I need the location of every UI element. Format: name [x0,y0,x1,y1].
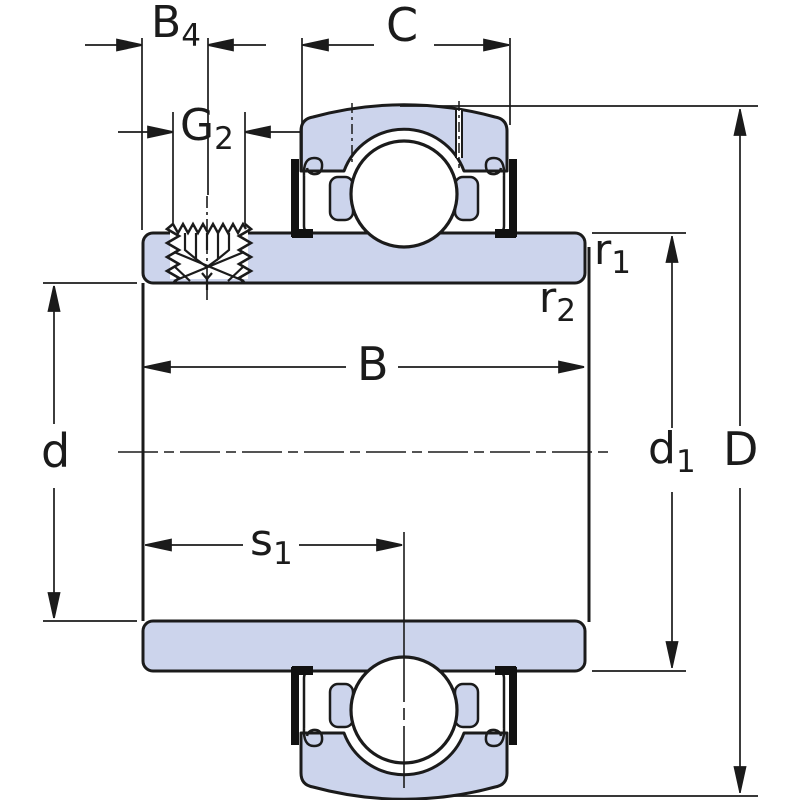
dimension-B4 [85,38,266,230]
screw-top-serration [171,221,248,236]
dim-label-C: C [386,2,418,48]
dim-label-r2-base: r [539,273,557,322]
dimension-C [301,38,511,170]
dim-label-s1-sub: 1 [272,536,293,572]
dim-label-D-base: D [723,422,759,476]
dim-label-d1-base: d [648,423,676,474]
dim-label-r2: r2 [539,277,576,327]
dim-label-G2-base: G [180,100,215,151]
dimension-B [144,360,585,374]
dim-label-r1-sub: 1 [611,245,632,281]
dim-label-G2-sub: 2 [214,121,234,157]
dim-label-B4: B4 [151,1,201,52]
grub-screw [164,196,254,302]
dim-label-d1-sub: 1 [675,444,696,480]
lubrication-hole [455,101,463,168]
dim-label-C-base: C [386,0,419,52]
dim-label-G2: G2 [180,104,234,155]
screw-hex-socket [183,233,231,269]
dim-label-B-base: B [357,337,389,391]
dimension-D [400,105,758,797]
dim-label-D: D [723,426,758,472]
dim-label-d-base: d [41,424,71,478]
dim-label-r1: r1 [594,229,631,279]
dim-label-d1: d1 [648,427,696,478]
screw-thread-left [164,223,182,284]
dimension-G2 [118,112,300,224]
screw-thread-right [236,223,254,284]
dimension-s1 [145,538,403,552]
dim-label-d: d [41,428,70,474]
screw-cross-marks [173,250,245,290]
dim-label-r2-sub: 2 [556,293,577,329]
bearing-cartridge-top [289,101,519,249]
inner-ring [141,231,591,673]
dim-label-r1-base: r [594,225,612,274]
dim-label-B: B [357,341,389,387]
dimension-d1 [592,232,686,672]
dim-label-s1-base: s [250,515,273,566]
inner-ring-bottom-section [141,619,587,673]
inner-ring-top-section [141,231,587,285]
dim-label-B4-base: B [151,0,182,48]
dimension-d [43,282,137,622]
dim-label-s1: s1 [250,519,293,570]
dim-label-B4-sub: 4 [181,18,201,54]
